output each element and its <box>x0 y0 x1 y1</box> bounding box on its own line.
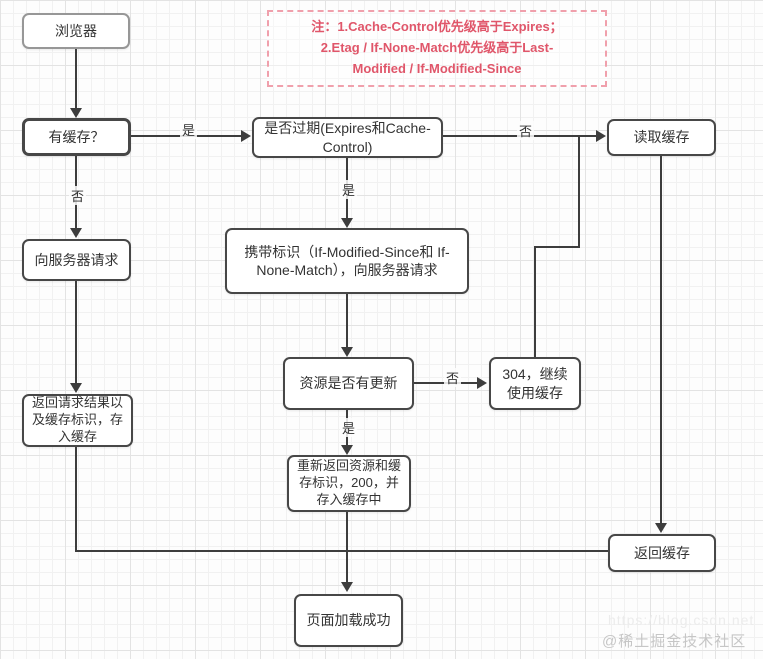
edge-200-to-pageloaded <box>346 512 348 583</box>
note-box: 注：1.Cache-Control优先级高于Expires； 2.Etag / … <box>267 10 607 87</box>
edge-carryid-to-updated <box>346 294 348 348</box>
node-304-use-cache: 304，继续使用缓存 <box>489 357 581 410</box>
watermark: @稀土掘金技术社区 <box>602 633 747 650</box>
node-return-result-store: 返回请求结果以及缓存标识，存入缓存 <box>22 394 133 447</box>
edge-label-yes: 是 <box>340 418 358 437</box>
arrowhead-down-icon <box>655 523 667 533</box>
note-line-3: Modified / If-Modified-Since <box>352 60 522 76</box>
edge-request-to-result <box>75 281 77 384</box>
edge-304-up-segment <box>534 246 536 357</box>
arrowhead-right-icon <box>477 377 487 389</box>
note-line-2: 2.Etag / If-None-Match优先级高于Last- <box>320 40 554 56</box>
node-has-cache: 有缓存？ <box>22 118 131 156</box>
edge-304-jog-segment <box>534 246 580 248</box>
arrowhead-right-icon <box>241 130 251 142</box>
edge-label-yes: 是 <box>340 180 358 199</box>
edge-readcache-to-returncache <box>660 156 662 524</box>
node-read-cache: 读取缓存 <box>607 119 716 156</box>
edge-browser-to-hascache <box>75 49 77 109</box>
edge-result-down-segment <box>75 447 77 552</box>
node-resource-updated: 资源是否有更新 <box>283 357 414 410</box>
node-return-resource-200: 重新返回资源和缓存标识，200，并存入缓存中 <box>287 455 411 512</box>
node-request-server: 向服务器请求 <box>22 239 131 281</box>
edge-304-join-segment <box>578 136 580 248</box>
arrowhead-down-icon <box>70 108 82 118</box>
note-line-1: 注：1.Cache-Control优先级高于Expires； <box>311 19 563 35</box>
arrowhead-down-icon <box>341 445 353 455</box>
arrowhead-down-icon <box>341 582 353 592</box>
edge-label-no: 否 <box>517 121 535 140</box>
arrowhead-down-icon <box>341 347 353 357</box>
arrowhead-down-icon <box>70 228 82 238</box>
node-carry-identifier: 携带标识（If-Modified-Since和 If-None-Match），向… <box>225 228 469 294</box>
edge-label-no: 否 <box>444 368 462 387</box>
node-browser: 浏览器 <box>22 13 130 49</box>
edge-label-no: 否 <box>69 186 87 205</box>
node-page-loaded: 页面加载成功 <box>294 594 403 647</box>
edge-merge-horizontal <box>75 550 608 552</box>
arrowhead-down-icon <box>341 218 353 228</box>
arrowhead-right-icon <box>596 130 606 142</box>
edge-label-yes: 是 <box>180 120 198 139</box>
arrowhead-down-icon <box>70 383 82 393</box>
node-is-expired: 是否过期(Expires和Cache-Control) <box>252 117 443 158</box>
watermark-faint: https://blog.csdn.net <box>608 612 755 628</box>
node-return-cache: 返回缓存 <box>608 534 716 572</box>
